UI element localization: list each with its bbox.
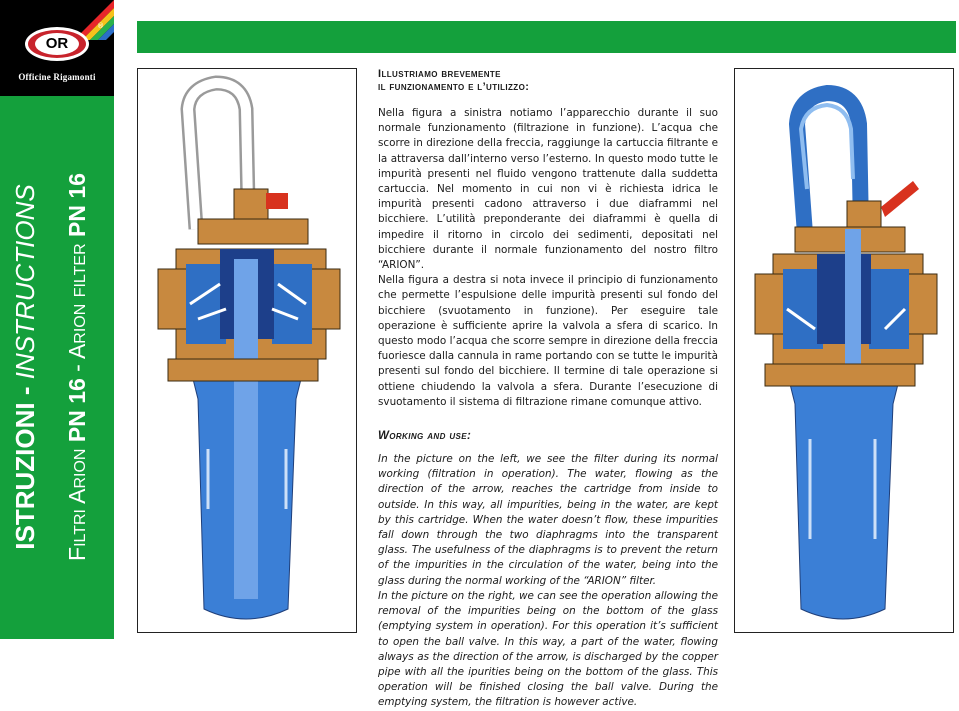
filter-cutaway-normal-icon (157, 75, 341, 620)
italian-heading: Illustriamo brevemente il funzionamento … (378, 68, 530, 93)
sidebar: OR ® Officine Rigamonti ISTRUZIONI - INS… (0, 0, 114, 639)
sidebar-vertical-title: ISTRUZIONI - INSTRUCTIONS Filtri Arion P… (2, 107, 112, 627)
filter-cutaway-emptying-icon (754, 84, 938, 620)
illustration-normal-operation (137, 68, 357, 633)
header-bar (137, 21, 956, 53)
sidebar-subtitle: Filtri Arion PN 16 - Arion filter PN 16 (64, 173, 90, 561)
instructions-text: Illustriamo brevemente il funzionamento … (378, 68, 718, 711)
company-name: Officine Rigamonti (18, 72, 96, 82)
english-paragraph-2: In the picture on the right, we can see … (378, 589, 718, 709)
italian-paragraph-2: Nella figura a destra si nota invece il … (378, 274, 718, 408)
illustration-emptying-operation (734, 68, 954, 633)
logo-text: OR (35, 33, 79, 55)
company-logo: OR ® Officine Rigamonti (0, 0, 114, 96)
english-paragraph-1: In the picture on the left, we see the f… (378, 453, 718, 587)
registered-mark: ® (97, 22, 104, 30)
sidebar-title: ISTRUZIONI - INSTRUCTIONS (10, 184, 40, 550)
italian-paragraph-1: Nella figura a sinistra notiamo l’appare… (378, 107, 718, 272)
rainbow-icon (74, 0, 114, 40)
english-heading: Working and use: (378, 430, 472, 443)
